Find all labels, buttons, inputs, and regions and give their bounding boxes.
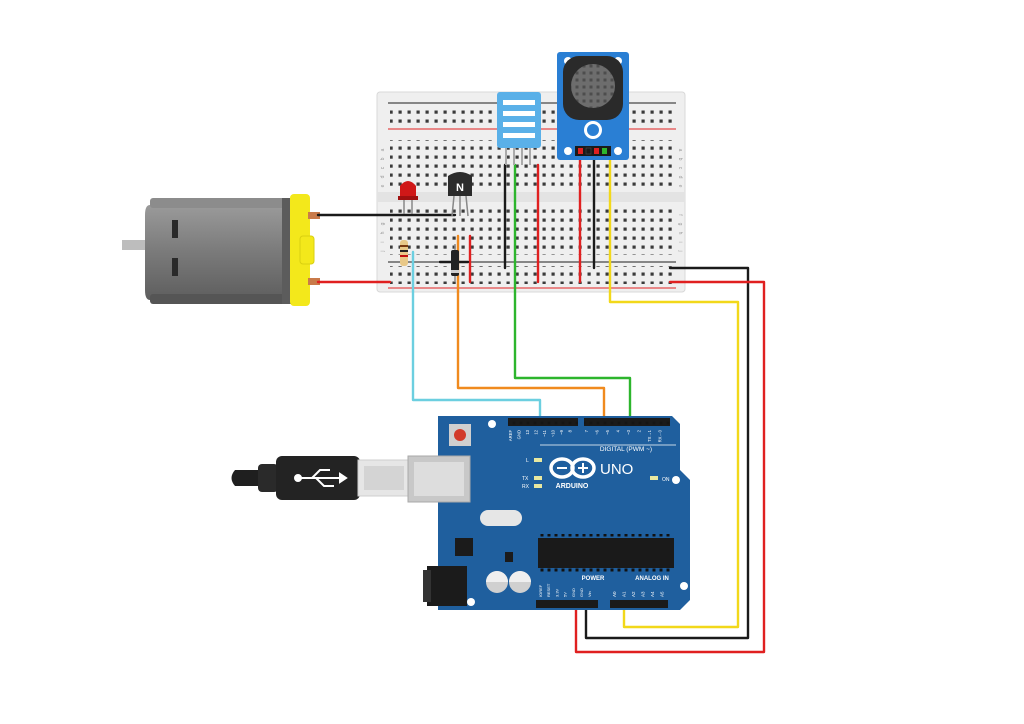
motor-top-edge <box>150 198 293 208</box>
digital-pin-label: ~5 <box>605 429 610 434</box>
resistor <box>400 240 408 266</box>
digital-pin-label: 2 <box>637 429 642 432</box>
row-letter: b <box>380 157 386 160</box>
row-letter: a <box>380 148 386 151</box>
motor-bottom-edge <box>150 294 293 304</box>
row-letter: c <box>677 167 683 170</box>
row-letter: h <box>677 232 683 235</box>
diode <box>451 244 459 282</box>
power-pin-label: GND <box>579 588 584 597</box>
power-pin-label: Vin <box>587 591 592 597</box>
digital-pin-label: GND <box>517 430 522 439</box>
row-letter: i <box>677 241 683 242</box>
motor-terminal-bottom <box>308 278 320 285</box>
power-pin-label: RESET <box>546 583 551 597</box>
center-channel <box>377 192 685 202</box>
terminal-holes-lower <box>390 205 674 255</box>
wire-5v-red[interactable] <box>574 280 766 654</box>
row-letter: c <box>380 166 386 169</box>
arduino-brand-text: ARDUINO <box>556 483 589 490</box>
row-letter: e <box>380 184 386 187</box>
led-label-tx: TX <box>522 476 529 482</box>
arduino-logo-icon <box>549 457 596 479</box>
motor-can <box>145 205 293 300</box>
power-header-label: POWER <box>582 576 605 582</box>
transistor-label: N <box>456 182 464 194</box>
wire-gnd-black[interactable] <box>584 266 750 640</box>
dht-sensor <box>497 92 541 165</box>
wires <box>316 158 766 654</box>
power-pin-label: GND <box>571 588 576 597</box>
on-label: ON <box>662 477 670 483</box>
dc-motor <box>122 194 320 306</box>
atmega-chip <box>538 538 674 568</box>
row-letter: b <box>677 158 683 161</box>
wire-yellow[interactable] <box>608 158 740 629</box>
row-letter: g <box>380 222 386 225</box>
power-header <box>536 600 598 608</box>
wire-cyan[interactable] <box>411 250 542 430</box>
usb-cable <box>231 456 413 500</box>
digital-pin-label: 7 <box>584 429 589 432</box>
row-letter: d <box>380 175 386 178</box>
analog-header-label: ANALOG IN <box>635 576 669 582</box>
power-pin-label: 3.3V <box>554 588 559 597</box>
digital-pin-label: 8 <box>568 429 573 432</box>
row-letter: j <box>380 250 386 252</box>
gas-sensor-module <box>557 52 629 160</box>
motor-terminal-top <box>308 212 320 219</box>
power-pin-label: IOREF <box>538 584 543 597</box>
npn-transistor: N <box>448 172 472 217</box>
arduino-logo-symbols <box>557 463 588 473</box>
row-letters-right: a b c d e f g h i j <box>677 149 683 252</box>
row-letter: e <box>677 185 683 188</box>
digital-pin-label: TX→1 <box>647 429 652 442</box>
row-letter: i <box>380 241 386 242</box>
analog-header <box>610 600 668 608</box>
digital-pin-label: AREF <box>508 430 513 442</box>
row-letter: h <box>380 231 386 234</box>
red-led <box>398 181 418 214</box>
motor-slot <box>172 220 178 238</box>
row-letter: a <box>677 149 683 152</box>
digital-pin-label: ~10 <box>551 429 556 437</box>
digital-pin-label: ~9 <box>559 429 564 434</box>
row-letter: f <box>677 214 683 216</box>
row-letter: g <box>677 223 683 226</box>
usb-icon <box>294 469 348 487</box>
status-leds: L TX RX ON <box>522 458 670 490</box>
motor-end-boss <box>299 235 315 265</box>
analog-pin-label: A2 <box>631 591 636 597</box>
analog-pin-label: A0 <box>612 591 617 597</box>
analog-pin-label: A1 <box>622 591 627 597</box>
digital-header-label: DIGITAL (PWM ~) <box>600 446 652 453</box>
digital-pin-label: 4 <box>616 429 621 432</box>
analog-pin-label: A3 <box>641 591 646 597</box>
wire-green[interactable] <box>513 163 632 430</box>
digital-pin-label: ~3 <box>626 429 631 434</box>
rail-holes-bottom <box>390 266 674 284</box>
wire-orange[interactable] <box>456 234 606 430</box>
arduino-model-text: UNO <box>600 461 633 478</box>
led-label-rx: RX <box>522 484 530 490</box>
digital-pin-label: 13 <box>525 429 530 434</box>
power-pin-label: 5V <box>563 592 568 597</box>
digital-pin-label: RX←0 <box>658 429 663 442</box>
digital-pin-label: 12 <box>534 429 539 434</box>
analog-pin-labels: A0 A1 A2 A3 A4 A5 <box>612 591 665 597</box>
motor-shaft <box>122 240 152 250</box>
row-letter: j <box>677 249 683 251</box>
digital-pin-label: ~6 <box>595 429 600 434</box>
led-label-l: L <box>526 458 529 464</box>
motor-slot <box>172 258 178 276</box>
analog-pin-label: A5 <box>660 591 665 597</box>
digital-pin-label: ~11 <box>542 429 547 436</box>
row-letter: d <box>677 176 683 179</box>
analog-pin-label: A4 <box>650 591 655 597</box>
